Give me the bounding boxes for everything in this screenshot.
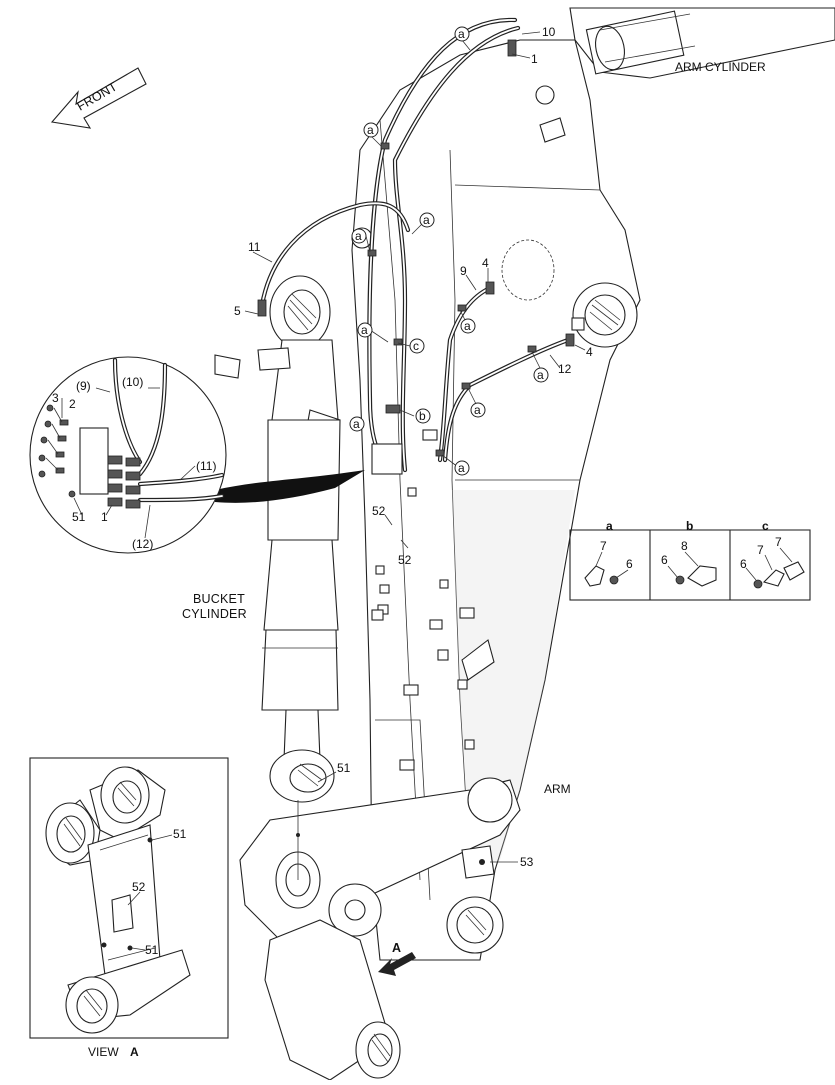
callout-52-upper: 52 xyxy=(372,504,386,518)
callout-4-upper: 4 xyxy=(482,256,489,270)
panel-a-letter: a xyxy=(606,519,613,533)
bucket-cylinder-label-line2: CYLINDER xyxy=(182,607,247,621)
clip-a-10: a xyxy=(458,461,465,475)
clip-a-1: a xyxy=(458,27,465,41)
view-a-title-letter: A xyxy=(130,1045,139,1059)
callout-1-zoom: 1 xyxy=(101,510,108,524)
callout-11: 11 xyxy=(248,240,261,254)
panel-c-part-7b: 7 xyxy=(775,535,782,549)
clip-a-8: a xyxy=(474,403,481,417)
view-a-inset: 51 52 51 VIEW A xyxy=(29,757,229,1059)
clip-a-4: a xyxy=(355,229,362,243)
zoom-detail-circle: 3 2 (9) (10) (11) (12) 51 1 xyxy=(29,356,227,554)
clip-a-5: a xyxy=(464,319,471,333)
panel-b-part-6: 6 xyxy=(661,553,668,567)
panel-b-letter: b xyxy=(686,519,693,533)
callout-5: 5 xyxy=(234,304,241,318)
clip-letter-markers: a a a a a a c a a b a a xyxy=(349,26,549,476)
callout-12: 12 xyxy=(558,362,572,376)
bucket-linkage xyxy=(239,777,521,1081)
clip-a-3: a xyxy=(423,213,430,227)
clip-a-9: a xyxy=(353,417,360,431)
view-a-arrow-label: A xyxy=(392,941,401,955)
hydraulic-hoses xyxy=(257,17,575,475)
detail-panels: a b c 7 6 6 8 6 7 7 xyxy=(569,519,811,601)
view-a-callout-51-upper: 51 xyxy=(173,827,187,841)
callout-1-top: 1 xyxy=(531,52,538,66)
clip-c: c xyxy=(413,339,419,353)
view-a-callout-52: 52 xyxy=(132,880,146,894)
callout-11-paren: (11) xyxy=(196,459,216,473)
callout-2-zoom: 2 xyxy=(69,397,76,411)
clip-a-2: a xyxy=(367,123,374,137)
main-callouts: 10 1 11 5 9 4 4 12 52 52 51 53 xyxy=(234,25,593,869)
callout-51-zoom: 51 xyxy=(72,510,86,524)
front-arrow: FRONT xyxy=(50,67,147,129)
arm-label: ARM xyxy=(544,782,571,796)
clip-markers xyxy=(367,142,537,457)
clip-b: b xyxy=(419,409,426,423)
callout-12-paren: (12) xyxy=(132,537,153,551)
arm-cylinder-label: ARM CYLINDER xyxy=(675,60,766,74)
panel-c-part-7a: 7 xyxy=(757,543,764,557)
callout-9-paren: (9) xyxy=(76,379,91,393)
callout-53: 53 xyxy=(520,855,534,869)
view-a-callout-51-lower: 51 xyxy=(145,943,159,957)
callout-9: 9 xyxy=(460,264,467,278)
callout-10: 10 xyxy=(542,25,556,39)
clip-a-6: a xyxy=(361,323,368,337)
callout-4-lower: 4 xyxy=(586,345,593,359)
panel-c-part-6: 6 xyxy=(740,557,747,571)
arm-cylinder: ARM CYLINDER xyxy=(569,7,835,79)
bucket-cylinder: BUCKET CYLINDER xyxy=(182,275,341,803)
callout-10-paren: (10) xyxy=(122,375,143,389)
arm-body: ARM xyxy=(351,39,641,961)
panel-a-part-6: 6 xyxy=(626,557,633,571)
view-a-title-prefix: VIEW xyxy=(88,1045,119,1059)
panel-a-part-7: 7 xyxy=(600,539,607,553)
panel-b-part-8: 8 xyxy=(681,539,688,553)
callout-51-main: 51 xyxy=(337,761,351,775)
callout-3-zoom: 3 xyxy=(52,391,59,405)
magnifier-pointer xyxy=(215,470,365,503)
callout-52-lower: 52 xyxy=(398,553,412,567)
panel-c-letter: c xyxy=(762,519,769,533)
view-a-arrow: A xyxy=(378,941,416,976)
bucket-cylinder-label-line1: BUCKET xyxy=(193,592,245,606)
clip-a-7: a xyxy=(537,368,544,382)
